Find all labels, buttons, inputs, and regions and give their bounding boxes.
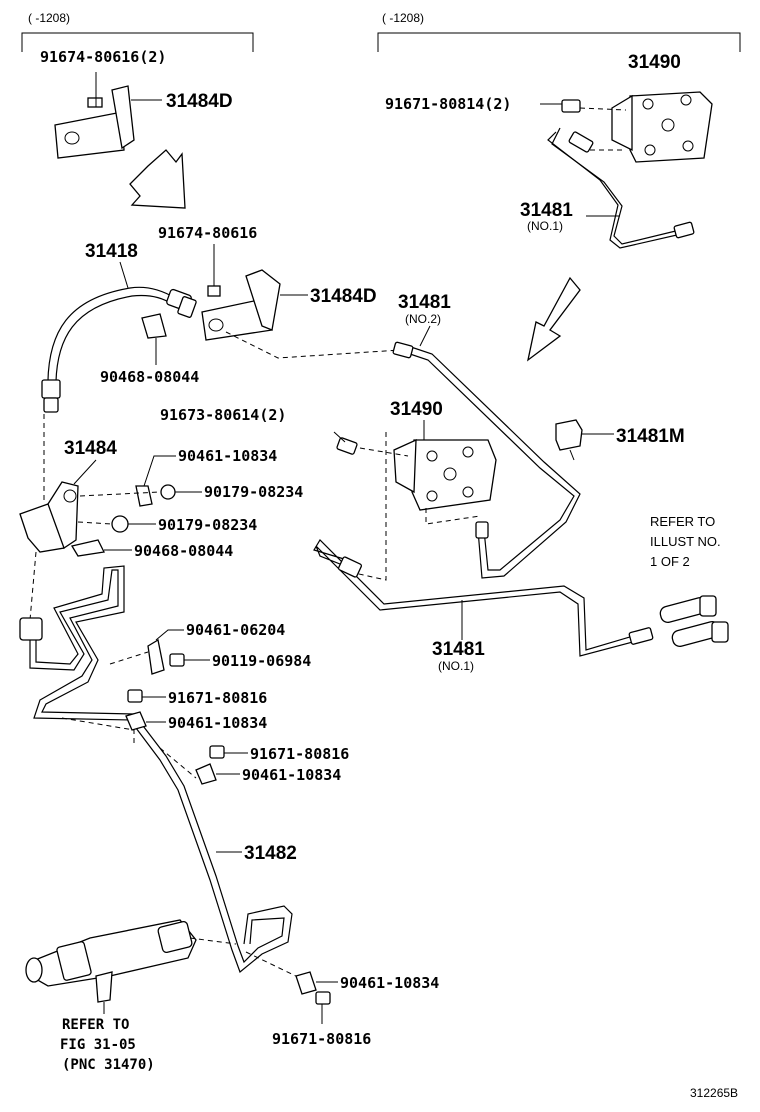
label-31481m: 31481M: [616, 426, 685, 447]
pipe-31481-top: [547, 131, 691, 249]
label-91674-80616: 91674-80616: [158, 224, 257, 242]
label-31484: 31484: [64, 438, 117, 459]
clamp-90461-10834-a: [135, 485, 153, 507]
bolt-90119-06984: [169, 653, 185, 667]
label-90461-10834-d: 90461-10834: [340, 974, 439, 992]
label-31484d-top: 31484D: [166, 91, 233, 112]
label-90179-08234-b: 90179-08234: [158, 516, 257, 534]
label-31481-no2-sub: (NO.2): [405, 312, 441, 326]
hose-fitting-top: [166, 288, 197, 318]
pipe-31481-no1-mid: [315, 545, 641, 657]
pipe-31481-no2: [403, 351, 575, 571]
pipe-31482: [29, 569, 293, 974]
hose-31418: [47, 286, 176, 393]
refer-fig-line-2: FIG 31-05: [60, 1037, 136, 1053]
label-31482: 31482: [244, 843, 297, 864]
bracket-31490-top: [611, 91, 713, 163]
bracket-31484d-mid: [201, 269, 281, 341]
label-91671-80814-2: 91671-80814(2): [385, 95, 511, 113]
bolt-91671-80816-c: [315, 991, 331, 1005]
bolt-91673-80614: [336, 437, 358, 455]
label-91671-80816-a: 91671-80816: [168, 689, 267, 707]
label-91673-80614-2: 91673-80614(2): [160, 406, 286, 424]
label-31418: 31418: [85, 241, 138, 262]
label-31481-no2: 31481: [398, 292, 451, 313]
label-31481-mid: 31481: [432, 639, 485, 660]
refer-illust-line-1: REFER TO: [650, 514, 715, 529]
refer-illust-line-2: ILLUST NO.: [650, 534, 721, 549]
label-90461-10834-a: 90461-10834: [178, 447, 277, 465]
clamp-90461-10834-c: [195, 763, 217, 785]
label-90461-10834-c: 90461-10834: [242, 766, 341, 784]
nut-90179-08234-b: [111, 515, 129, 533]
bracket-31484d-top: [54, 72, 135, 159]
label-90461-10834-b: 90461-10834: [168, 714, 267, 732]
label-90461-06204: 90461-06204: [186, 621, 285, 639]
nut-90179-08234-a: [160, 484, 176, 500]
label-90468-08044-b: 90468-08044: [134, 542, 233, 560]
label-90468-08044-a: 90468-08044: [100, 368, 199, 386]
bracket-left-range: ( -1208): [28, 11, 70, 25]
label-90179-08234-a: 90179-08234: [204, 483, 303, 501]
clamp-90461-10834-d: [295, 971, 317, 995]
top-left-bracket-group: ( -1208): [21, 11, 254, 52]
clamp-90461-10834-b: [125, 711, 147, 731]
bolt-91671-80814: [561, 99, 581, 113]
bolt-91671-80816-a: [127, 689, 143, 703]
label-91671-80816-c: 91671-80816: [272, 1030, 371, 1048]
label-31481-mid-sub: (NO.1): [438, 659, 474, 673]
label-31484d-mid: 31484D: [310, 286, 377, 307]
hose-fitting-bottom: [41, 379, 61, 413]
connector-31481m: [555, 419, 583, 461]
bracket-31484: [19, 481, 79, 553]
label-91671-80816-b: 91671-80816: [250, 745, 349, 763]
bolt-91671-80816-b: [209, 745, 225, 759]
arrow-icon-right: [527, 276, 581, 362]
bracket-31490-mid: [393, 438, 497, 511]
label-31481-top-sub: (NO.1): [527, 219, 563, 233]
arrow-icon: [129, 149, 186, 209]
label-31481-top: 31481: [520, 200, 573, 221]
refer-fig-line-1: REFER TO: [62, 1017, 129, 1033]
top-right-bracket-group: ( -1208): [377, 11, 741, 52]
label-90119-06984: 90119-06984: [212, 652, 311, 670]
bracket-right-range: ( -1208): [382, 11, 424, 25]
figure-id: 312265B: [690, 1086, 738, 1100]
clamp-90461-06204: [147, 638, 165, 675]
label-31490-mid: 31490: [390, 399, 443, 420]
external-fitting: [659, 595, 729, 648]
label-31490-top: 31490: [628, 52, 681, 73]
label-91674-80616-2: 91674-80616(2): [40, 48, 166, 66]
clip-90468-08044-a: [141, 313, 167, 339]
refer-illust-line-3: 1 OF 2: [650, 554, 690, 569]
clip-90468-08044-b: [70, 539, 105, 557]
release-cylinder: [25, 919, 197, 1003]
refer-fig-line-3: (PNC 31470): [62, 1057, 155, 1073]
